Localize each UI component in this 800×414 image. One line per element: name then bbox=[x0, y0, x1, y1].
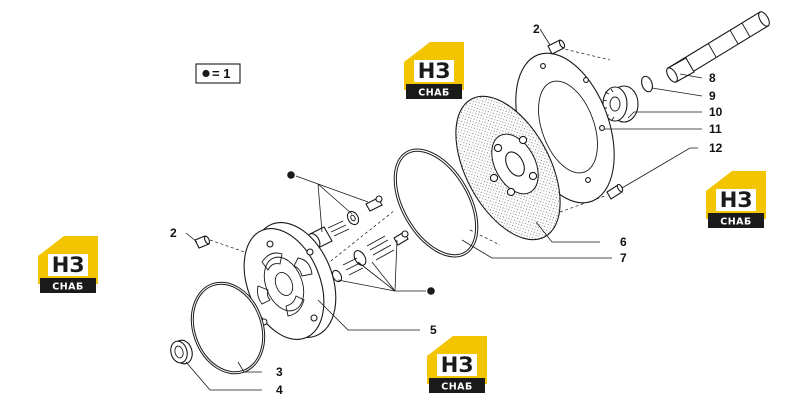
part-5-piston-housing bbox=[243, 222, 337, 340]
watermark-logo-bottom-text: СНАБ bbox=[52, 282, 84, 293]
callout-label: 9 bbox=[709, 89, 716, 103]
part-12-pin bbox=[606, 183, 624, 200]
part-6-friction-disc bbox=[455, 95, 561, 241]
callout-label: 10 bbox=[709, 105, 723, 119]
watermark-logo-top-text: НЗ bbox=[441, 353, 474, 377]
watermark-logo-1: НЗ СНАБ bbox=[404, 42, 464, 99]
callout-leaders bbox=[185, 28, 703, 391]
callout-label: 2 bbox=[170, 226, 177, 240]
watermark-logo-4: НЗ СНАБ bbox=[427, 336, 487, 393]
callout-label: 11 bbox=[709, 122, 722, 136]
valve-components-lower bbox=[331, 230, 409, 283]
callout-label: 3 bbox=[276, 365, 283, 379]
watermark-logo-bottom-text: СНАБ bbox=[418, 88, 450, 99]
callout-label: 8 bbox=[709, 71, 716, 85]
part-9-snap-ring bbox=[641, 75, 653, 93]
watermark-logo-top-text: НЗ bbox=[52, 253, 85, 277]
part-2-pin-top bbox=[547, 39, 566, 55]
legend-text: = 1 bbox=[212, 66, 230, 81]
watermark-logo-2: НЗ СНАБ bbox=[706, 171, 766, 228]
valve-components-upper bbox=[307, 195, 383, 249]
dot-marker-icon bbox=[287, 171, 295, 179]
legend-dot-icon bbox=[202, 69, 210, 78]
callout-label: 4 bbox=[276, 383, 283, 397]
callout-label: 7 bbox=[620, 251, 627, 265]
dot-marker-lower bbox=[337, 239, 435, 295]
callout-label: 6 bbox=[620, 235, 627, 249]
watermark-logo-top-text: НЗ bbox=[720, 188, 753, 212]
dot-marker-upper bbox=[287, 171, 369, 233]
callout-labels: 2 2 3 4 5 6 7 8 9 10 11 12 bbox=[170, 22, 723, 397]
part-7-o-ring bbox=[393, 148, 479, 258]
part-8-shaft bbox=[666, 11, 770, 83]
part-4-seal bbox=[170, 339, 193, 365]
part-10-splined-hub bbox=[602, 85, 639, 123]
watermark-logo-bottom-text: СНАБ bbox=[720, 217, 752, 228]
watermark-logo-top-text: НЗ bbox=[418, 59, 451, 83]
part-2-pin-left bbox=[194, 235, 211, 249]
callout-label: 2 bbox=[533, 22, 540, 36]
legend: = 1 bbox=[195, 63, 241, 84]
callout-label: 12 bbox=[709, 141, 723, 155]
legend-box bbox=[195, 63, 241, 84]
dot-marker-icon bbox=[427, 287, 435, 295]
watermark-logo-bottom-text: СНАБ bbox=[441, 382, 473, 393]
callout-label: 5 bbox=[430, 323, 437, 337]
watermark-logo-3: НЗ СНАБ bbox=[38, 236, 98, 293]
